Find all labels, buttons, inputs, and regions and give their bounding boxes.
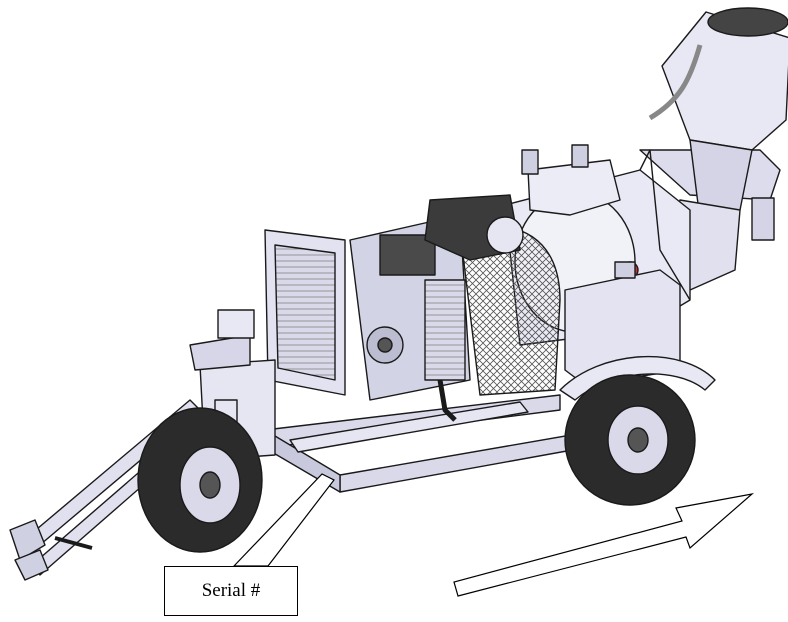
radiator	[264, 229, 346, 396]
right-wheel	[564, 374, 696, 506]
serial-number-callout: Serial #	[164, 566, 298, 616]
serial-number-label: Serial #	[201, 580, 261, 601]
top-tank	[521, 144, 621, 216]
engine	[349, 194, 524, 401]
left-wheel	[137, 407, 263, 553]
chassis-frame	[189, 309, 601, 493]
exhaust-pipe	[437, 379, 457, 422]
discharge-chute	[639, 7, 788, 291]
direction-arrow-icon	[453, 493, 755, 597]
